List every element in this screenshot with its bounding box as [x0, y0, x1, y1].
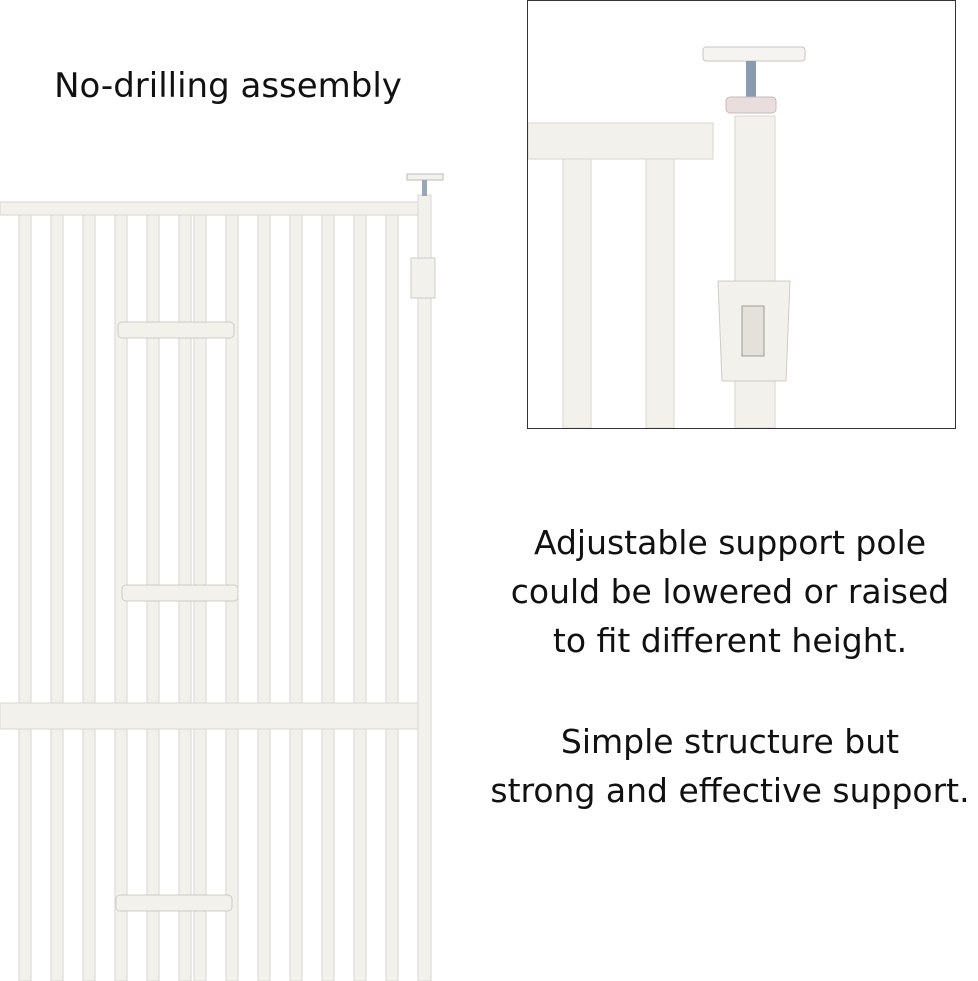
- description-line: Adjustable support pole: [533, 523, 927, 562]
- gate-bar: [18, 209, 32, 981]
- top-rail: [0, 201, 421, 216]
- support-pole: [417, 194, 432, 981]
- detail-top-rail: [528, 122, 714, 160]
- gate-bar: [353, 209, 367, 981]
- gate-hinge: [121, 584, 239, 602]
- pole-detail-illustration: [528, 46, 806, 428]
- pole-screw: [422, 180, 427, 196]
- gate-bar: [385, 209, 399, 981]
- gate-bar: [289, 209, 303, 981]
- middle-rail: [0, 702, 429, 730]
- detail-bar: [645, 158, 675, 428]
- gate-bar: [50, 209, 64, 981]
- description-paragraph-2: Simple structure but strong and effectiv…: [470, 717, 978, 815]
- gate-bar: [257, 209, 271, 981]
- detail-screw: [746, 61, 756, 101]
- description-line: could be lowered or raised: [510, 572, 950, 611]
- detail-bar: [562, 158, 592, 428]
- description-line: strong and effective support.: [490, 771, 970, 810]
- gate-illustration: [0, 173, 444, 981]
- detail-clamp-latch: [741, 305, 765, 357]
- heading: No-drilling assembly: [54, 66, 402, 106]
- description-line: Simple structure but: [560, 722, 900, 761]
- description-paragraph-1: Adjustable support pole could be lowered…: [470, 518, 978, 665]
- pole-top-pad: [406, 173, 444, 181]
- detail-knob: [725, 96, 777, 114]
- gate-hinge: [115, 894, 233, 912]
- gate-bar: [82, 209, 96, 981]
- gate-bar: [321, 209, 335, 981]
- pole-clamp: [410, 257, 436, 299]
- pole-detail-inset: [527, 0, 956, 429]
- description-line: to fit different height.: [552, 621, 908, 660]
- gate-hinge: [117, 321, 235, 339]
- detail-pad: [702, 46, 806, 62]
